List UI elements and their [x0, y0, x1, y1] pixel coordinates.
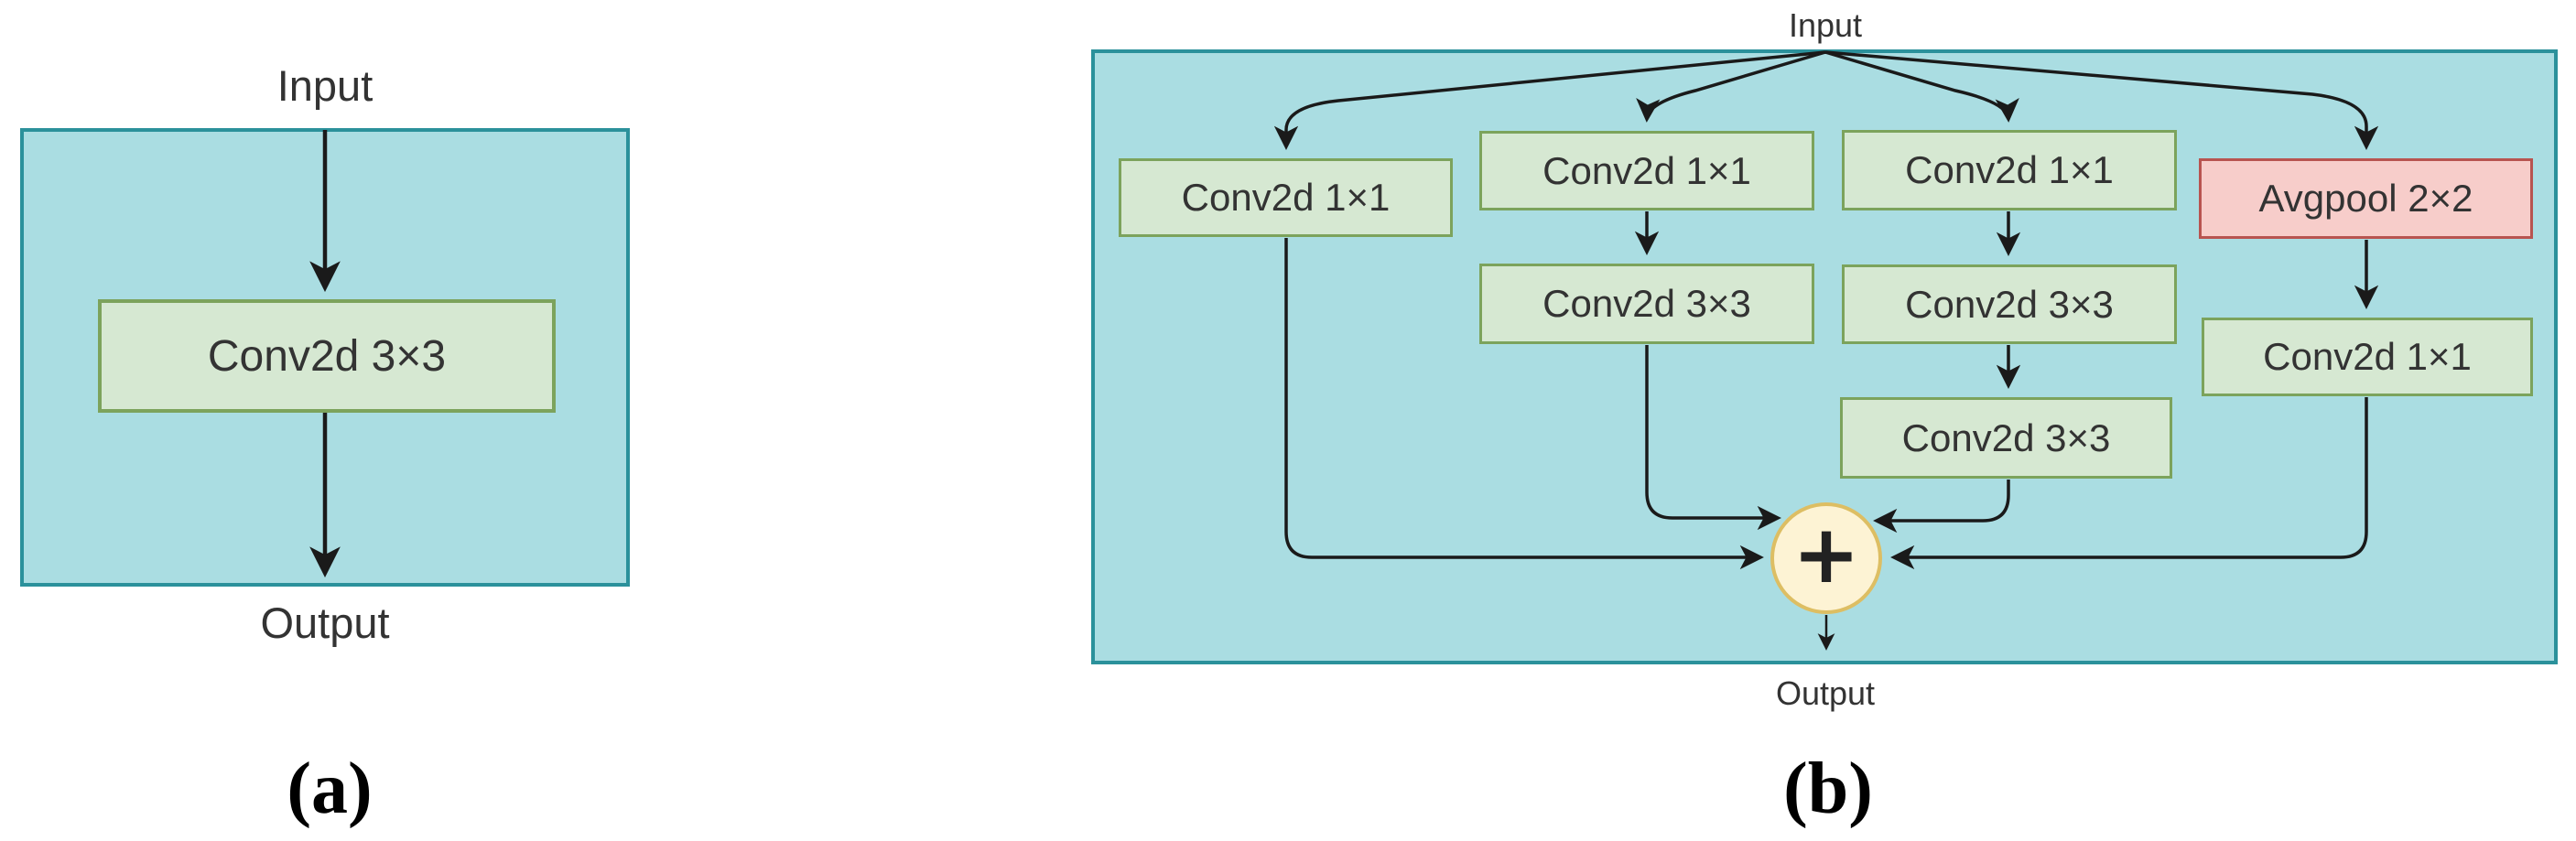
sum-node: +	[1770, 502, 1882, 614]
arrow-b-branch1-to-sum	[1284, 238, 1764, 570]
panel-b-branch2-conv3x3-box: Conv2d 3×3	[1479, 264, 1814, 344]
panel-a-input-label: Input	[276, 60, 373, 110]
panel-b-caption: (b)	[1783, 748, 1873, 829]
arrow-b-input-to-branch4	[1824, 50, 2379, 150]
arrow-b-input-to-branch1	[1273, 50, 1826, 150]
panel-b-branch4-avgpool-box: Avgpool 2×2	[2199, 158, 2533, 239]
panel-b-branch3-conv3x3b-box: Conv2d 3×3	[1840, 397, 2172, 479]
panel-a-caption: (a)	[287, 748, 373, 829]
arrow-b-branch3-to-sum	[1873, 480, 2010, 534]
plus-icon: +	[1792, 507, 1860, 601]
arrow-b-input-to-branch3	[1824, 50, 2019, 123]
panel-b-branch4-conv1x1-box: Conv2d 1×1	[2202, 318, 2533, 396]
panel-a-output-label: Output	[260, 598, 390, 647]
arrow-b-branch4-to-sum	[1890, 397, 2368, 570]
panel-b-branch2-conv1x1-box: Conv2d 1×1	[1479, 131, 1814, 210]
panel-b-branch1-conv1x1-box: Conv2d 1×1	[1119, 158, 1453, 237]
panel-b-input-label: Input	[1788, 6, 1863, 44]
panel-a-conv3x3-box: Conv2d 3×3	[98, 299, 556, 413]
arrow-b-branch2-to-sum	[1645, 345, 1781, 531]
panel-b-branch3-conv1x1-box: Conv2d 1×1	[1842, 130, 2177, 210]
panel-b-branch3-conv3x3a-box: Conv2d 3×3	[1842, 264, 2177, 344]
panel-b-output-label: Output	[1775, 674, 1876, 712]
arrow-b-input-to-branch2	[1636, 50, 1826, 123]
